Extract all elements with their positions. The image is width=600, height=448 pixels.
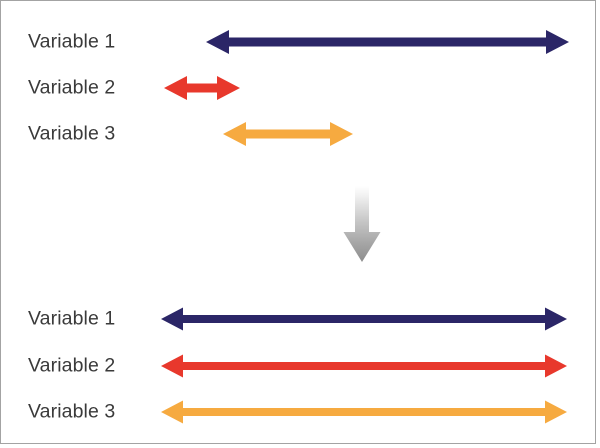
downward-transform-arrow <box>343 186 381 262</box>
bottom-arrow-variable-2 <box>161 354 567 378</box>
top-arrow-variable-3 <box>223 122 353 146</box>
top-arrow-variable-1 <box>206 30 569 54</box>
bottom-arrow-variable-3 <box>161 400 567 424</box>
top-arrow-variable-2 <box>164 76 240 100</box>
bottom-arrow-variable-1 <box>161 307 567 331</box>
